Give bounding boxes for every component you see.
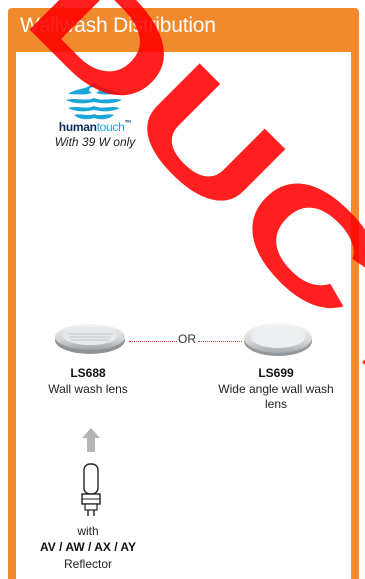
reflector-codes: AV / AW / AX / AY [10, 540, 166, 554]
brand-name-part1: human [59, 120, 97, 134]
trademark-mark: ™ [125, 120, 132, 127]
reflector-label: Reflector [20, 557, 156, 571]
wallwash-panel: Wallwash Distribution humantouch™ With 3… [8, 8, 359, 579]
brand-name: humantouch™ [20, 120, 170, 134]
arrow-up-icon [81, 426, 101, 454]
brand-note: With 39 W only [20, 135, 170, 149]
brand-name-part2: touch [97, 120, 125, 134]
lamp-prefix: with [20, 524, 156, 538]
connector-line-left [129, 341, 177, 342]
option-description-ls688: Wall wash lens [28, 382, 148, 397]
humantouch-logo-icon [62, 80, 126, 124]
or-separator: OR [176, 332, 198, 346]
option-description-ls699: Wide angle wall wash lens [216, 382, 336, 412]
panel-title: Wallwash Distribution [8, 8, 359, 44]
panel-content: humantouch™ With 39 W only OR [16, 52, 351, 579]
lens-ls699-image [242, 320, 314, 358]
option-code-ls688: LS688 [28, 366, 148, 380]
option-code-ls699: LS699 [216, 366, 336, 380]
connector-line-right [198, 341, 242, 342]
lens-ls688-image [53, 322, 127, 356]
lamp-icon [76, 462, 106, 518]
